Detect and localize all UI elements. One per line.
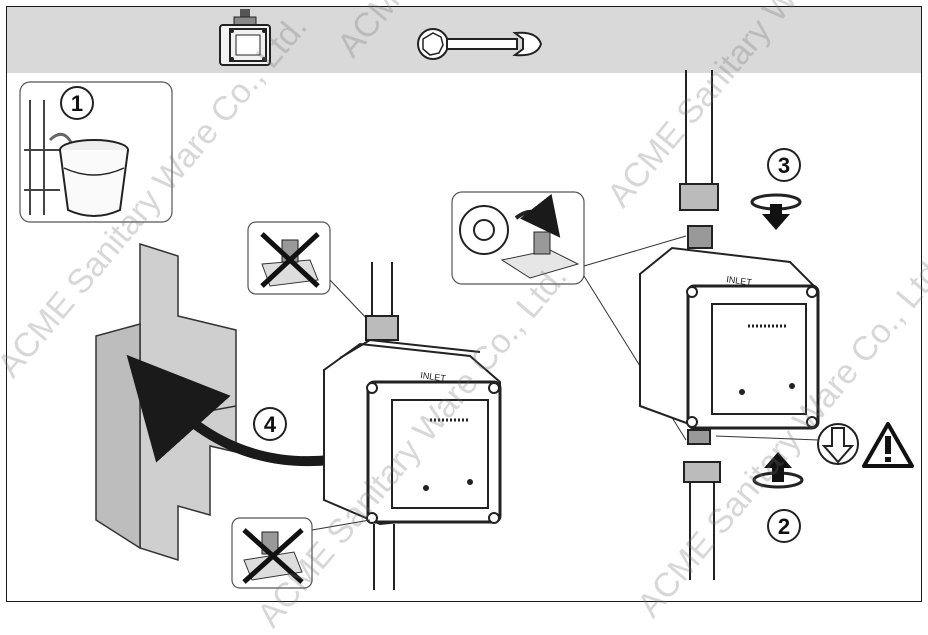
step1-bucket-inset: 1: [19, 81, 173, 223]
pump-unit-right: INLET: [639, 70, 820, 580]
unit-right-inlet-label: INLET: [726, 274, 753, 288]
no-tape-inset-top: [247, 221, 371, 323]
installation-scene: 1 4 INLET: [19, 70, 914, 590]
warning-triangle-icon: [862, 422, 914, 468]
step-1-label: 1: [71, 91, 83, 116]
step-2-label: 2: [778, 514, 790, 539]
step2-rotate-up: 2: [752, 452, 804, 543]
step3-rotate-down: 3: [750, 148, 802, 230]
pump-unit-left: INLET: [323, 262, 502, 590]
wrench-icon: [417, 28, 543, 60]
pump-unit-icon: [219, 9, 271, 66]
drain-arrow-icon: [715, 423, 859, 465]
thread-tape-inset: [451, 191, 687, 441]
unit-left-inlet-label: INLET: [420, 370, 447, 384]
step4-arrow: [126, 354, 331, 467]
step-3-label: 3: [778, 153, 790, 178]
header-bar: [7, 7, 921, 73]
step-4-label: 4: [264, 412, 277, 437]
no-tape-inset-bottom: [231, 517, 371, 589]
